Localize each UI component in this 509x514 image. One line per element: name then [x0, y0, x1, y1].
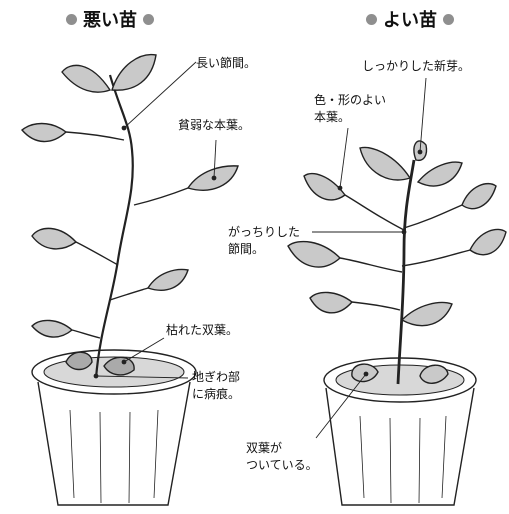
good-leaf-right-2: [469, 228, 507, 256]
good-pot-body: [325, 387, 475, 506]
bad-stem: [94, 74, 134, 379]
bad-leaf-top-left: [61, 64, 112, 93]
title-dot-icon: [443, 14, 454, 25]
bad-leaf-top-right: [111, 53, 157, 91]
label-ground-disease: 地ぎわ部 に病痕。: [192, 370, 241, 401]
label-cotyledon-present: 双葉が ついている。: [246, 441, 318, 472]
good-leaf-left-2: [287, 240, 342, 268]
label-sturdy-internode: がっちりした 節間。: [228, 225, 301, 256]
bad-branch-2: [133, 187, 189, 206]
bad-leaf-6: [31, 319, 74, 338]
bad-leader-ground: [95, 375, 189, 379]
bad-seedling-title: 悪い苗: [60, 6, 160, 32]
good-pot-lines: [359, 415, 447, 504]
good-branch-2: [403, 204, 463, 229]
good-leader-cotyledon: [315, 373, 367, 439]
good-leader-bud: [419, 77, 427, 153]
label-weak-leaf: 貧弱な本葉。: [178, 118, 251, 132]
bad-branch-4: [109, 287, 149, 301]
good-branch-1: [344, 194, 405, 231]
title-dot-icon: [143, 14, 154, 25]
label-withered-cotyledon: 枯れた双葉。: [166, 323, 239, 337]
bad-withered-cotyledon: [65, 351, 93, 371]
good-leaf-left-1: [303, 172, 346, 201]
bad-leaf-5: [146, 268, 189, 291]
good-leaf-top-left: [359, 146, 412, 181]
label-long-internode: 長い節間。: [196, 56, 257, 70]
title-dot-icon: [66, 14, 77, 25]
bad-leaf-4: [31, 227, 78, 250]
good-leaf-right-1: [461, 182, 497, 210]
good-leaf-right-3: [400, 301, 453, 327]
good-seedling: [287, 77, 507, 506]
title-dot-icon: [366, 14, 377, 25]
bad-branch-3: [75, 241, 119, 266]
good-title-text: よい苗: [383, 10, 437, 31]
bad-leaf-2: [20, 122, 68, 143]
good-seedling-title: よい苗: [360, 6, 460, 32]
good-cotyledon-right: [419, 364, 449, 384]
good-leaf-left-3: [309, 291, 354, 314]
good-branch-4: [401, 249, 471, 267]
good-branch-5: [351, 301, 401, 311]
bad-seedling: [20, 53, 239, 506]
good-leader-leaf: [339, 127, 349, 189]
bad-pot-lines: [69, 409, 159, 504]
bad-leader-long-internode: [123, 61, 197, 129]
bad-withered-cotyledon-2: [103, 356, 135, 376]
bad-title-text: 悪い苗: [83, 10, 137, 31]
good-stem: [396, 159, 416, 385]
bad-leader-weak-leaf: [213, 139, 217, 179]
good-branch-3: [339, 257, 403, 273]
bad-branch-1: [65, 131, 125, 141]
bad-pot-body: [37, 381, 191, 506]
bad-branch-5: [71, 329, 101, 339]
label-firm-bud: しっかりした新芽。: [362, 59, 471, 73]
bad-leader-withered: [123, 337, 165, 363]
good-leaf-top-right: [416, 161, 463, 187]
label-good-leaf: 色・形のよい 本葉。: [314, 93, 387, 124]
